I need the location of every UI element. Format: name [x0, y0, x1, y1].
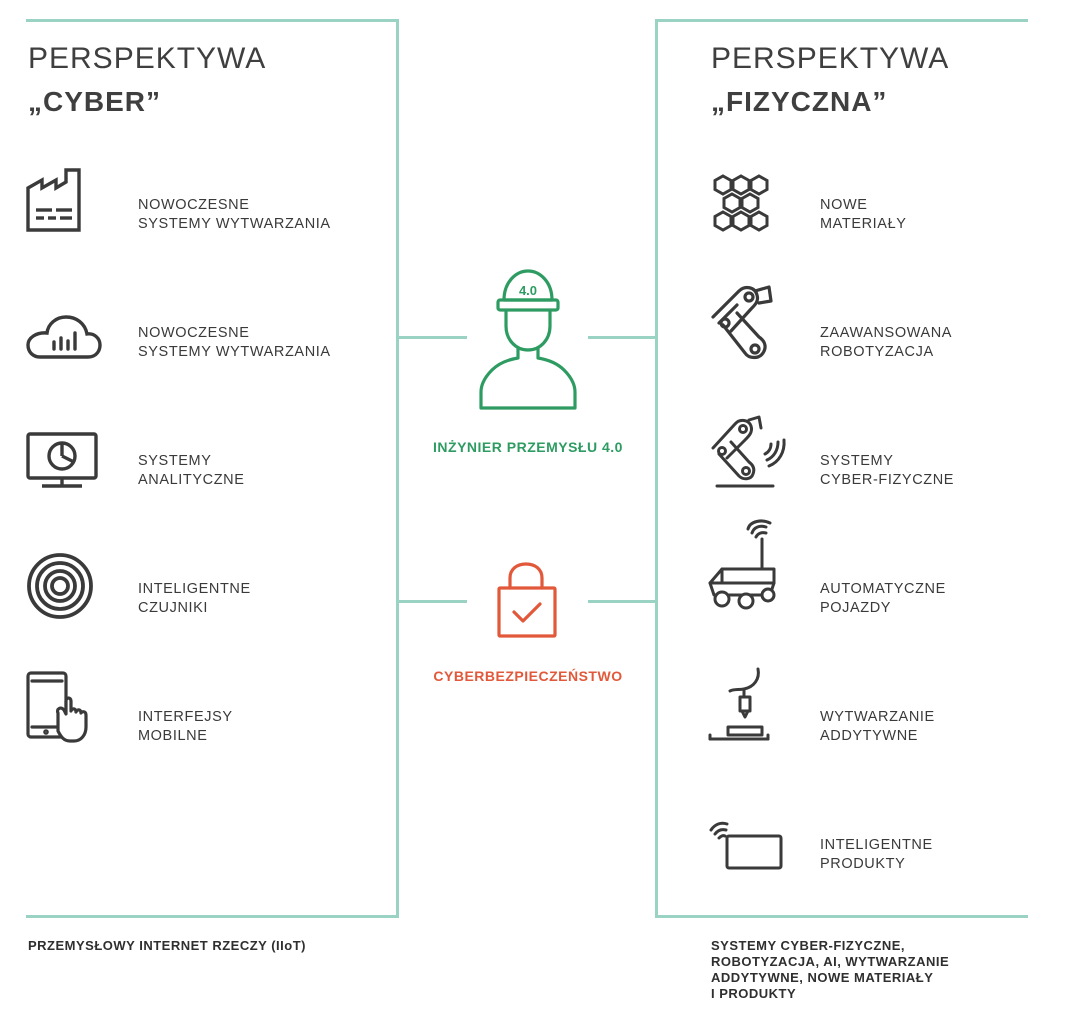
- security-connector-right: [588, 600, 655, 603]
- left-item-2-label: NOWOCZESNE SYSTEMY WYTWARZANIA: [138, 325, 331, 360]
- robot-arm-icon: [709, 283, 775, 361]
- engineer-connector-left: [399, 336, 467, 339]
- left-panel-top-border: [26, 19, 399, 22]
- right-item-6-label: INTELIGENTNE PRODUKTY: [820, 837, 933, 872]
- cloud-chart-icon: [26, 314, 102, 360]
- factory-icon: [26, 168, 82, 232]
- left-panel-title-line2: „CYBER”: [28, 86, 162, 117]
- right-item-4-label: AUTOMATYCZNE POJAZDY: [820, 581, 946, 616]
- left-item-5-label: INTERFEJSY MOBILNE: [138, 709, 233, 744]
- right-item-2-label: ZAAWANSOWANA ROBOTYZACJA: [820, 325, 953, 360]
- hexagon-materials-icon: [709, 174, 773, 232]
- smart-card-icon: [709, 820, 783, 872]
- left-panel-bottom-border: [26, 915, 399, 918]
- engineer-label: INŻYNIER PRZEMYSŁU 4.0: [433, 439, 623, 455]
- left-panel-right-border: [396, 19, 399, 918]
- right-panel-bottom-border: [655, 915, 1028, 918]
- right-panel-title-line1: PERSPEKTYWA: [711, 42, 950, 75]
- security-connector-left: [399, 600, 467, 603]
- security-label: CYBERBEZPIECZEŃSTWO: [433, 668, 623, 684]
- right-panel-top-border: [655, 19, 1028, 22]
- right-panel-footer: SYSTEMY CYBER-FIZYCZNE, ROBOTYZACJA, AI,…: [711, 938, 950, 1001]
- autonomous-vehicle-icon: [708, 519, 778, 613]
- 3d-printer-icon: [708, 667, 770, 743]
- engineer-helmet-icon: 4.0: [478, 268, 578, 410]
- right-panel-title-line2: „FIZYCZNA”: [711, 86, 888, 117]
- helmet-text: 4.0: [519, 283, 537, 298]
- left-panel-footer: PRZEMYSŁOWY INTERNET RZECZY (IIoT): [28, 938, 306, 953]
- tablet-touch-icon: [26, 671, 88, 745]
- right-item-3-label: SYSTEMY CYBER-FIZYCZNE: [820, 453, 955, 488]
- left-item-3-label: SYSTEMY ANALITYCZNE: [138, 453, 245, 488]
- left-panel-title-line1: PERSPEKTYWA: [28, 42, 267, 75]
- left-item-1-label: NOWOCZESNE SYSTEMY WYTWARZANIA: [138, 197, 331, 232]
- padlock-check-icon: [496, 562, 558, 640]
- right-item-1-label: NOWE MATERIAŁY: [820, 197, 907, 232]
- robot-arm-signal-icon: [709, 414, 786, 488]
- right-panel-left-border: [655, 19, 658, 918]
- engineer-connector-right: [588, 336, 655, 339]
- monitor-pie-chart-icon: [26, 432, 98, 490]
- right-item-5-label: WYTWARZANIE ADDYTYWNE: [820, 709, 935, 744]
- concentric-sensor-icon: [26, 552, 94, 620]
- left-item-4-label: INTELIGENTNE CZUJNIKI: [138, 581, 251, 616]
